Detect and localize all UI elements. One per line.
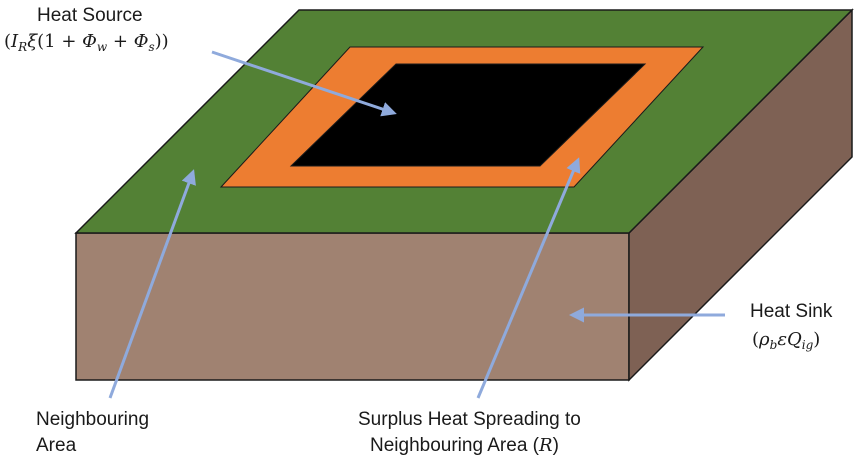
surplus-heat-label-line2: Neighbouring Area (R) xyxy=(370,435,559,456)
neighbouring-area-label-line2: Area xyxy=(36,435,77,456)
heat-source-formula: (IRξ(1 + Φw + Φs)) xyxy=(4,31,169,54)
block-front-face xyxy=(75,232,630,381)
heat-source-area xyxy=(289,63,647,167)
surplus-heat-arrow xyxy=(476,157,581,399)
neighbouring-area-label-line1: Neighbouring xyxy=(36,409,150,430)
neighbouring-area-arrow xyxy=(108,169,196,399)
heat-sink-title: Heat Sink xyxy=(750,301,833,322)
heat-source-arrow xyxy=(211,50,397,117)
heat-source-title: Heat Source xyxy=(37,5,143,26)
heat-sink-formula: (ρbεQig) xyxy=(752,329,821,352)
surplus-heat-label-line1: Surplus Heat Spreading to xyxy=(358,409,581,430)
